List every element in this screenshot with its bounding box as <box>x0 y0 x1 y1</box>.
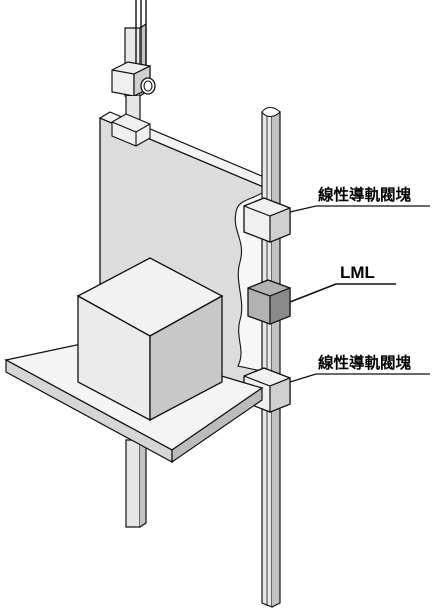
upper-guide-block-label: 線性導軌閥塊 <box>318 185 412 204</box>
leader-lines <box>289 205 430 383</box>
upper-linear-guide-block <box>243 197 291 243</box>
lower-guide-block-label: 線性導軌閥塊 <box>318 353 412 372</box>
left-guide-rail-lower <box>125 434 147 528</box>
cube-load <box>76 257 224 422</box>
lml-label: LML <box>340 263 375 282</box>
right-guide-rail <box>261 106 281 608</box>
pulley <box>140 77 156 95</box>
lml-block <box>247 279 291 325</box>
